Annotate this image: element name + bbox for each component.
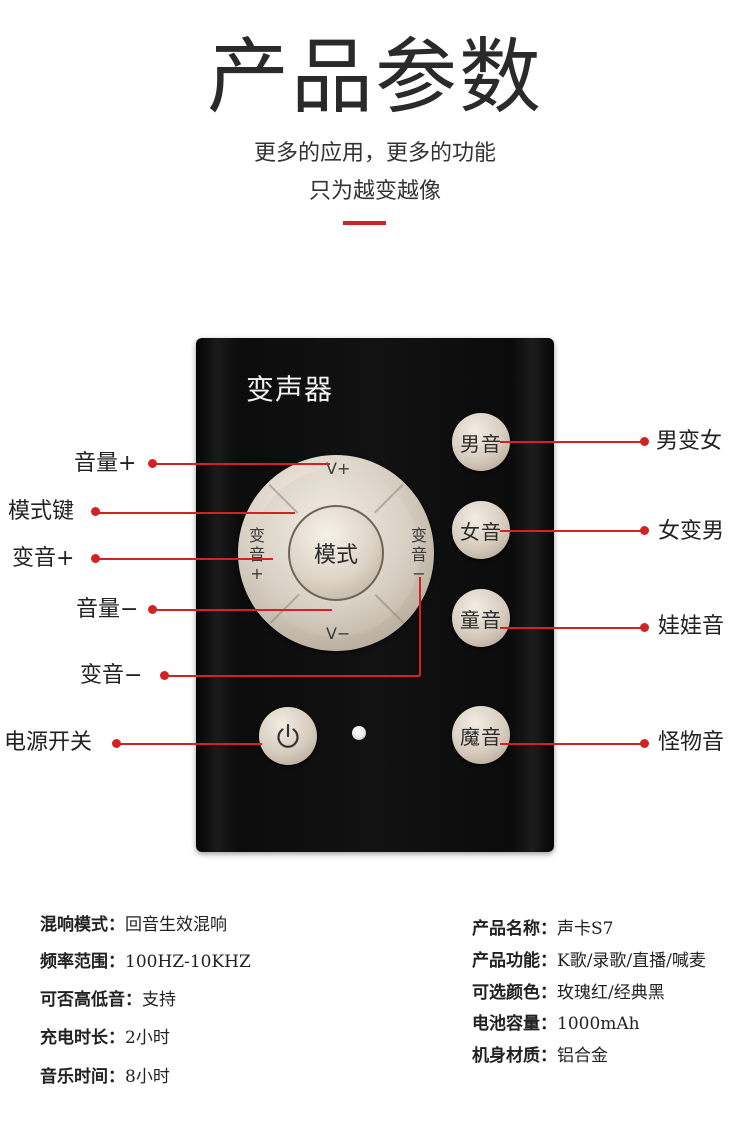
spec-product-function: 产品功能：K歌/录歌/直播/喊麦: [472, 950, 706, 972]
callout-dot: [640, 526, 649, 535]
power-icon: [277, 723, 299, 748]
dpad-voice-down[interactable]: 变 音 −: [409, 526, 429, 583]
dpad-voice-down-char: 变: [410, 526, 427, 545]
spec-value: 铝合金: [557, 1046, 608, 1066]
spec-value: K歌/录歌/直播/喊麦: [557, 951, 706, 971]
spec-key: 可选颜色：: [472, 983, 557, 1003]
spec-key: 频率范围：: [40, 952, 125, 972]
callout-volume-up: 音量+: [74, 451, 137, 476]
spec-key: 产品名称：: [472, 919, 557, 939]
magic-voice-button[interactable]: 魔音: [452, 706, 510, 764]
led-indicator: [352, 726, 366, 740]
spec-key: 产品功能：: [472, 951, 557, 971]
spec-value: 玫瑰红/经典黑: [557, 983, 665, 1003]
callout-dot: [640, 437, 649, 446]
dpad-voice-up-char: 音: [248, 545, 265, 564]
spec-frequency-range: 频率范围：100HZ-10KHZ: [40, 951, 251, 973]
spec-reverb-mode: 混响模式：回音生效混响: [40, 914, 227, 936]
dpad-voice-up-char: 变: [248, 526, 265, 545]
callout-dot: [91, 507, 100, 516]
page-title: 产品参数: [206, 30, 543, 125]
spec-product-name: 产品名称：声卡S7: [472, 918, 613, 940]
callout-line: [164, 675, 420, 677]
spec-value: 声卡S7: [557, 919, 614, 939]
callout-line: [500, 441, 644, 443]
spec-body-material: 机身材质：铝合金: [472, 1045, 608, 1067]
callout-line: [95, 512, 295, 514]
callout-line: [152, 609, 332, 611]
title-accent-bar: [343, 221, 386, 225]
callout-monster-voice: 怪物音: [658, 730, 725, 755]
callout-mode-key: 模式键: [8, 499, 75, 524]
power-button[interactable]: [259, 707, 317, 765]
dpad-voice-up[interactable]: 变 音 +: [247, 526, 267, 583]
dpad-voice-up-char: +: [250, 564, 264, 583]
callout-line: [152, 463, 330, 465]
spec-value: 1000mAh: [557, 1014, 640, 1034]
callout-dot: [640, 739, 649, 748]
callout-voice-up: 变音+: [12, 546, 75, 571]
spec-value: 8小时: [125, 1067, 170, 1087]
callout-line: [116, 743, 262, 745]
callout-line: [95, 558, 273, 560]
mode-button[interactable]: 模式: [288, 505, 384, 601]
callout-female-to-male: 女变男: [658, 519, 725, 544]
spec-battery-capacity: 电池容量：1000mAh: [472, 1013, 640, 1035]
callout-baby-voice: 娃娃音: [658, 614, 725, 639]
spec-key: 电池容量：: [472, 1014, 557, 1034]
spec-key: 机身材质：: [472, 1046, 557, 1066]
device-name-label: 变声器: [246, 373, 334, 406]
spec-key: 音乐时间：: [40, 1067, 125, 1087]
spec-key: 可否高低音：: [40, 990, 142, 1010]
spec-value: 100HZ-10KHZ: [125, 952, 251, 972]
subtitle-line-2: 只为越变越像: [308, 179, 441, 204]
female-voice-button[interactable]: 女音: [452, 501, 510, 559]
spec-music-time: 音乐时间：8小时: [40, 1066, 170, 1088]
callout-line: [500, 743, 644, 745]
spec-value: 支持: [142, 990, 176, 1010]
dpad-volume-down[interactable]: V−: [326, 624, 351, 643]
dpad-voice-down-char: 音: [410, 545, 427, 564]
spec-value: 2小时: [125, 1028, 170, 1048]
spec-colors: 可选颜色：玫瑰红/经典黑: [472, 982, 665, 1004]
spec-key: 充电时长：: [40, 1028, 125, 1048]
spec-key: 混响模式：: [40, 915, 125, 935]
callout-line: [500, 530, 644, 532]
callout-line: [500, 627, 644, 629]
callout-dot: [640, 623, 649, 632]
callout-voice-down: 变音−: [80, 663, 143, 688]
spec-value: 回音生效混响: [125, 915, 227, 935]
callout-volume-down: 音量−: [76, 597, 139, 622]
callout-male-to-female: 男变女: [656, 429, 723, 454]
child-voice-button[interactable]: 童音: [452, 589, 510, 647]
spec-charge-time: 充电时长：2小时: [40, 1027, 170, 1049]
spec-high-low-tone: 可否高低音：支持: [40, 989, 176, 1011]
subtitle-line-1: 更多的应用，更多的功能: [253, 141, 496, 166]
dpad-voice-down-char: −: [412, 564, 426, 583]
callout-power-switch: 电源开关: [4, 730, 93, 755]
callout-line-vertical: [419, 577, 421, 676]
dpad-volume-up[interactable]: V+: [326, 459, 351, 478]
